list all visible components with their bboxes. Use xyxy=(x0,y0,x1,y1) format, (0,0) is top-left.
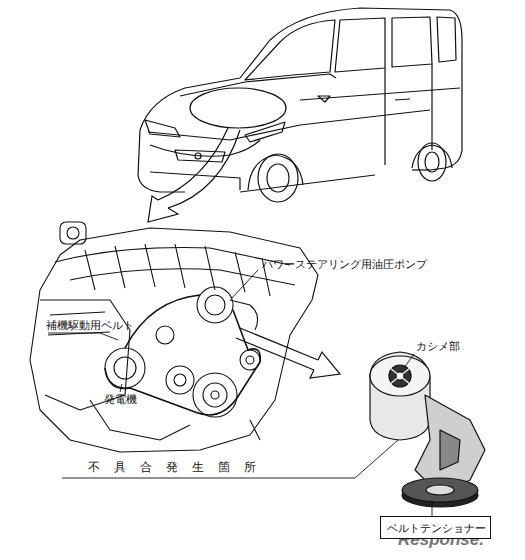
engine-drawing xyxy=(30,222,318,452)
location-label: 不具合発生箇所 xyxy=(88,460,270,474)
label-box: ベルトテンショナー xyxy=(380,516,491,539)
part-name: カシメ部 xyxy=(416,340,460,353)
part-name: ベルトテンショナー xyxy=(387,521,484,536)
pointer-arrow xyxy=(148,128,240,222)
car-drawing xyxy=(138,8,462,202)
pointer-arrow xyxy=(236,328,340,378)
belt-tensioner-drawing xyxy=(370,352,485,507)
part-name: 補機駆動用ベルト xyxy=(46,319,134,332)
part-name: 発電機 xyxy=(104,393,137,406)
part-name: パワーステアリング用油圧ポンプ xyxy=(262,258,427,271)
leader-line xyxy=(48,270,432,516)
